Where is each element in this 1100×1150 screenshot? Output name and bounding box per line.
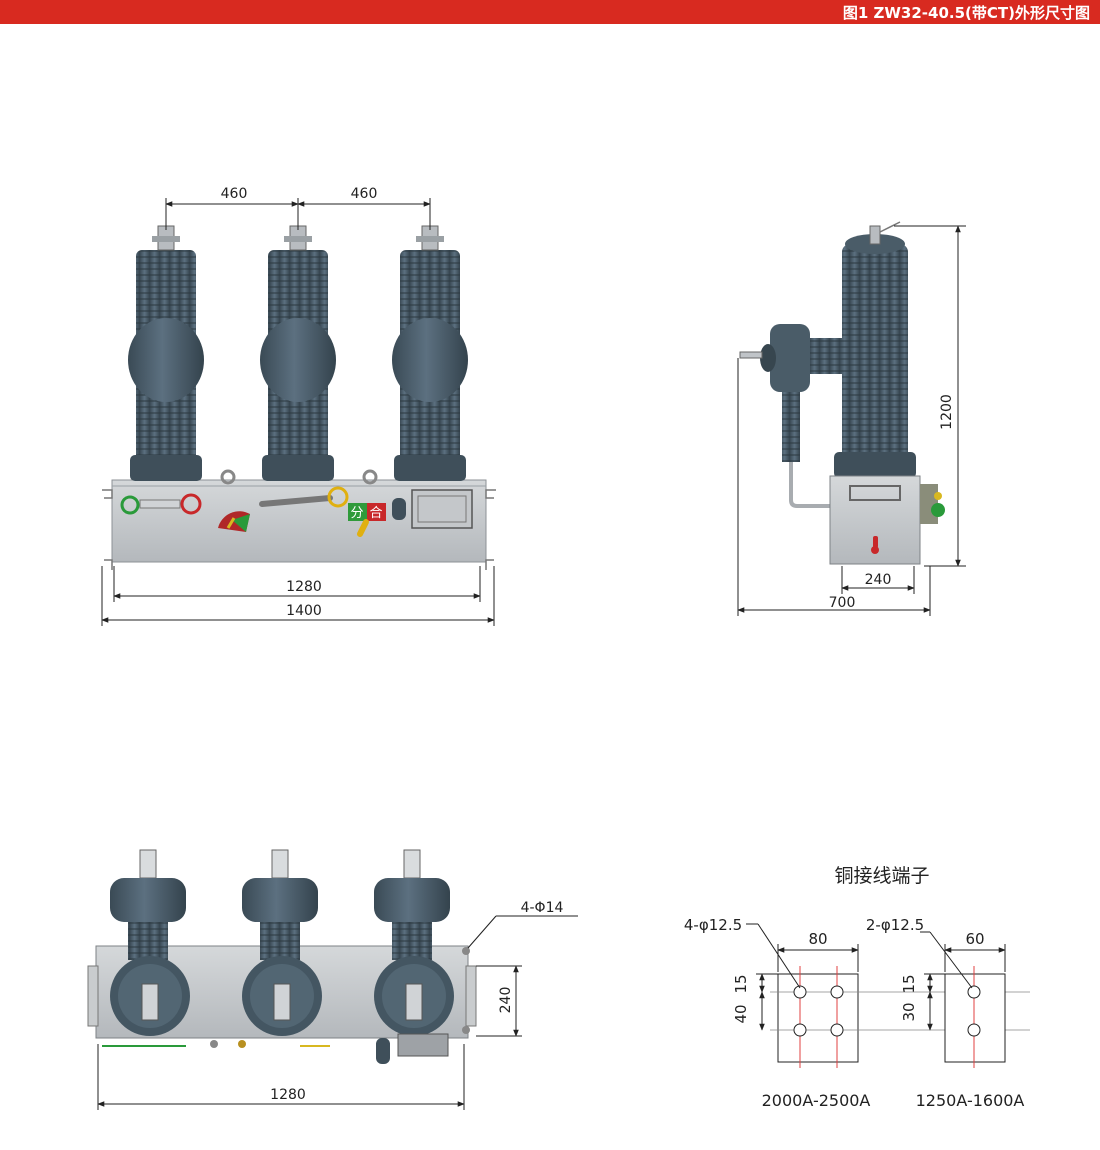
close-indicator-label: 合 <box>369 506 382 521</box>
terminal-large-dim-40: 40 <box>732 1004 750 1023</box>
side-dim-700: 700 <box>829 595 856 611</box>
front-dim-460-right: 460 <box>351 186 378 202</box>
terminal-small-holes: 2-φ12.5 <box>866 916 924 934</box>
close-indicator <box>367 503 386 521</box>
open-indicator <box>348 503 367 521</box>
terminals-title: 铜接线端子 <box>834 865 929 887</box>
open-indicator-label: 分 <box>350 506 363 521</box>
top-dim-240: 240 <box>498 987 514 1014</box>
green-ring-icon <box>120 495 140 515</box>
front-pole-2 <box>260 225 336 481</box>
front-dim-460-left: 460 <box>221 186 248 202</box>
front-dim-1280: 1280 <box>286 579 322 595</box>
terminal-large-holes: 4-φ12.5 <box>684 916 742 934</box>
front-bracket-right <box>485 489 496 570</box>
top-dim-1280: 1280 <box>270 1087 306 1103</box>
front-pole-3 <box>392 225 468 481</box>
copper-terminals: 铜接线端子 4-φ12.5 80 15 40 2000A-2500A <box>684 865 1030 1110</box>
side-dim-240: 240 <box>865 572 892 588</box>
top-hole-label: 4-Φ14 <box>521 900 564 916</box>
side-view: 1200 240 700 <box>737 221 966 616</box>
top-pole-3 <box>374 849 454 1036</box>
front-view: 分 合 460 460 1280 1400 <box>101 186 496 626</box>
terminal-large-width: 80 <box>808 930 827 948</box>
page-title: 图1 ZW32-40.5(带CT)外形尺寸图 <box>842 4 1090 22</box>
red-ring-icon <box>180 493 202 515</box>
terminal-large: 4-φ12.5 80 15 40 2000A-2500A <box>684 916 1030 1110</box>
top-pole-2 <box>242 849 322 1036</box>
front-pole-1 <box>128 225 204 481</box>
header-bar: 图1 ZW32-40.5(带CT)外形尺寸图 <box>0 0 1100 24</box>
yellow-ring-icon <box>327 486 349 508</box>
terminal-small-rating: 1250A-1600A <box>916 1091 1025 1110</box>
terminal-large-rating: 2000A-2500A <box>762 1091 871 1110</box>
terminal-small-width: 60 <box>965 930 984 948</box>
top-junction-box <box>397 1033 449 1057</box>
top-pole-1 <box>110 849 190 1036</box>
terminal-small-dim-30: 30 <box>900 1002 918 1021</box>
dimension-drawing: 分 合 460 460 1280 1400 <box>87 186 1030 1110</box>
side-dim-1200: 1200 <box>939 394 955 430</box>
front-dim-1400: 1400 <box>286 603 322 619</box>
terminal-small: 2-φ12.5 60 15 30 1250A-1600A <box>866 916 1025 1110</box>
terminal-large-dim-15: 15 <box>732 974 750 993</box>
terminal-small-dim-15: 15 <box>900 974 918 993</box>
top-view: 4-Φ14 240 1280 <box>87 849 578 1110</box>
front-bracket-left <box>102 489 113 570</box>
